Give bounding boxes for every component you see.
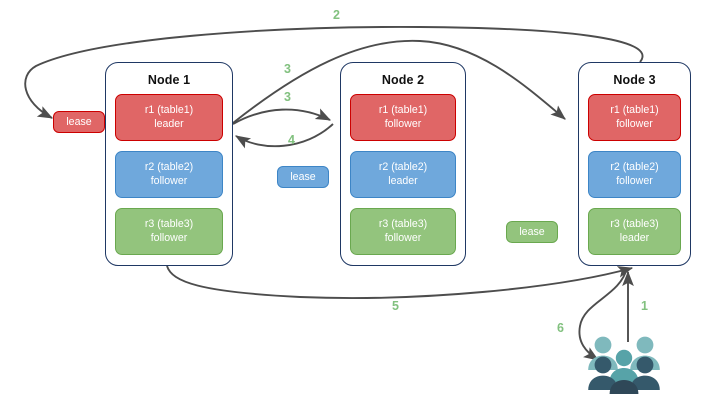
lease-chip-r1[interactable]: lease <box>53 111 105 133</box>
node-card-node-3[interactable]: Node 3 r1 (table1) follower r2 (table2) … <box>578 62 691 266</box>
replica-r3[interactable]: r3 (table3) follower <box>115 208 223 255</box>
replica-list: r1 (table1) leader r2 (table2) follower … <box>115 94 223 255</box>
step-label-1: 1 <box>641 299 648 313</box>
replica-r2[interactable]: r2 (table2) leader <box>350 151 456 198</box>
edge-step-5 <box>166 265 634 299</box>
step-label-5: 5 <box>392 299 399 313</box>
step-label-4: 4 <box>288 133 295 147</box>
replica-r1[interactable]: r1 (table1) leader <box>115 94 223 141</box>
replica-name: r2 (table2) <box>378 161 428 174</box>
lease-chip-r3[interactable]: lease <box>506 221 558 243</box>
replica-role: follower <box>616 174 653 187</box>
replica-role: leader <box>388 174 418 187</box>
replica-r3[interactable]: r3 (table3) leader <box>588 208 681 255</box>
node-title: Node 1 <box>147 73 191 87</box>
replica-role: follower <box>150 231 188 244</box>
replica-name: r3 (table3) <box>378 218 428 231</box>
replica-role: follower <box>384 117 422 130</box>
replica-role: follower <box>384 231 422 244</box>
replica-role: leader <box>619 231 650 244</box>
replica-name: r1 (table1) <box>610 104 659 117</box>
node-card-node-1[interactable]: Node 1 r1 (table1) leader r2 (table2) fo… <box>105 62 233 266</box>
edge-step-4 <box>235 123 334 149</box>
replica-list: r1 (table1) follower r2 (table2) leader … <box>350 94 456 255</box>
replica-name: r3 (table3) <box>144 218 194 231</box>
users-icon <box>588 336 660 394</box>
step-label-3a: 3 <box>284 62 291 76</box>
replica-r2[interactable]: r2 (table2) follower <box>115 151 223 198</box>
node-title: Node 2 <box>381 73 425 87</box>
replica-r2[interactable]: r2 (table2) follower <box>588 151 681 198</box>
replica-r3[interactable]: r3 (table3) follower <box>350 208 456 255</box>
edge-step-3-short <box>232 108 332 125</box>
step-label-6: 6 <box>557 321 564 335</box>
replica-r1[interactable]: r1 (table1) follower <box>350 94 456 141</box>
replica-name: r2 (table2) <box>610 161 659 174</box>
replica-name: r1 (table1) <box>144 104 194 117</box>
replica-role: follower <box>150 174 188 187</box>
step-label-3b: 3 <box>284 90 291 104</box>
node-title: Node 3 <box>613 73 656 87</box>
node-card-node-2[interactable]: Node 2 r1 (table1) follower r2 (table2) … <box>340 62 466 266</box>
replica-name: r2 (table2) <box>144 161 194 174</box>
lease-chip-r2[interactable]: lease <box>277 166 329 188</box>
replica-name: r1 (table1) <box>378 104 428 117</box>
replica-role: follower <box>616 117 653 130</box>
step-label-2: 2 <box>333 8 340 22</box>
replica-role: leader <box>154 117 184 130</box>
replica-list: r1 (table1) follower r2 (table2) followe… <box>588 94 681 255</box>
replica-r1[interactable]: r1 (table1) follower <box>588 94 681 141</box>
replica-name: r3 (table3) <box>610 218 659 231</box>
